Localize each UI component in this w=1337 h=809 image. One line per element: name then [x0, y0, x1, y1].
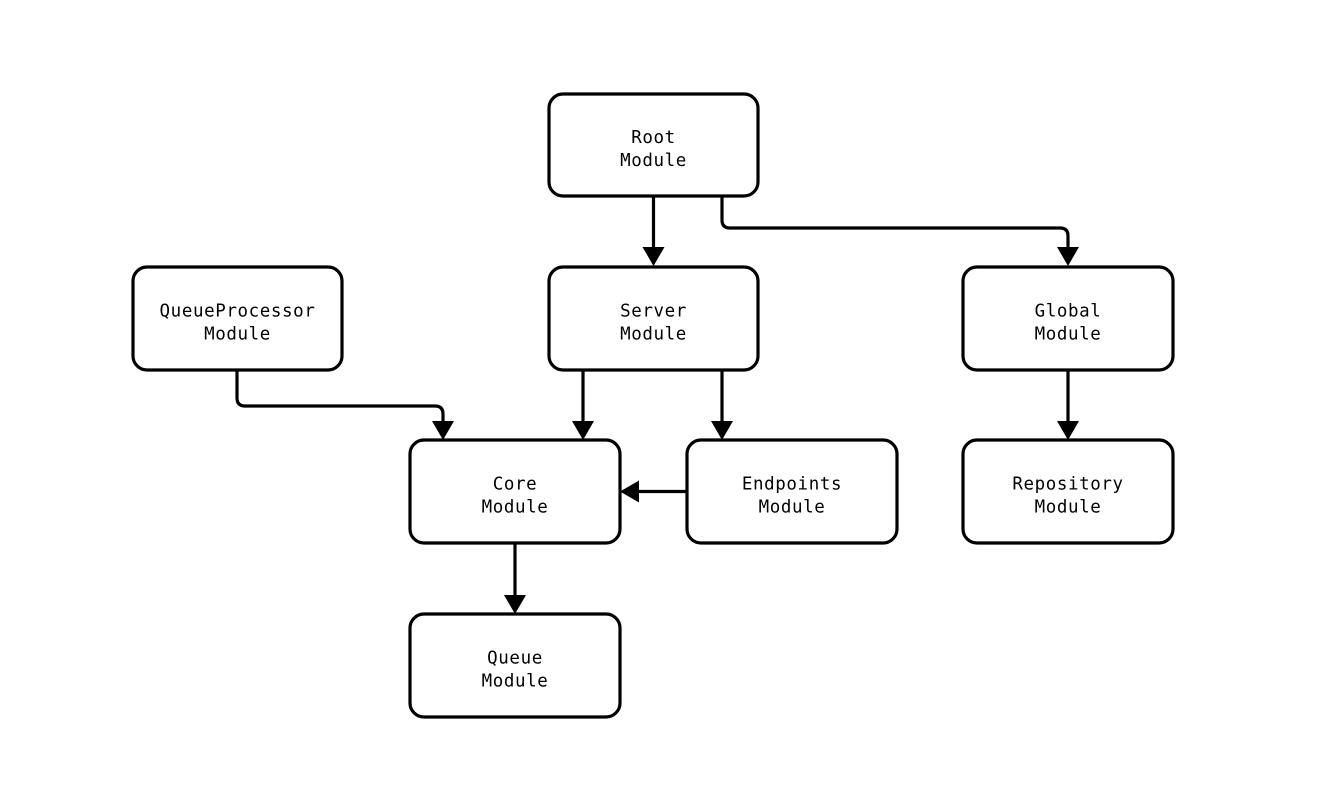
node-label-line2: Module: [482, 498, 549, 518]
node-label-line1: Global: [1035, 302, 1102, 322]
node-box: [961, 265, 1175, 372]
node-label-line1: Core: [493, 475, 538, 495]
node-box: [547, 265, 760, 372]
node-box: [547, 92, 760, 198]
node-box: [685, 438, 899, 545]
node-label-line1: Repository: [1012, 475, 1123, 495]
node-label-line1: Queue: [487, 649, 543, 669]
node-label-line2: Module: [620, 325, 687, 345]
edge-line: [235, 370, 445, 422]
arrowhead-icon: [711, 421, 733, 440]
node-label-line1: Endpoints: [742, 475, 842, 495]
node-box: [131, 265, 344, 372]
node-label-line1: Server: [620, 302, 687, 322]
edge-global-to-repository: [1057, 370, 1079, 440]
node-label-line2: Module: [759, 498, 826, 518]
arrowhead-icon: [642, 247, 665, 266]
node-box: [961, 438, 1175, 545]
edge-line: [720, 196, 1070, 248]
edges-layer: [235, 196, 1079, 614]
edge-endpoints-to-core: [620, 480, 687, 503]
arrowhead-icon: [1057, 421, 1079, 440]
node-label-line2: Module: [1035, 498, 1102, 518]
arrowhead-icon: [1057, 247, 1079, 266]
node-box: [408, 612, 622, 719]
node-label-line2: Module: [204, 325, 271, 345]
arrowhead-icon: [504, 595, 526, 614]
arrowhead-icon: [432, 421, 454, 440]
nodes-layer: RootModuleQueueProcessorModuleServerModu…: [131, 92, 1175, 719]
arrowhead-icon: [620, 480, 639, 503]
node-label-line1: QueueProcessor: [160, 302, 316, 322]
edge-core-to-queue: [504, 543, 526, 614]
arrowhead-icon: [572, 421, 594, 440]
edge-root-to-global: [720, 196, 1079, 266]
node-label-line1: Root: [631, 128, 676, 148]
edge-server-to-core: [572, 370, 594, 440]
edge-queueprocessor-to-core: [235, 370, 454, 440]
node-box: [408, 438, 622, 545]
node-label-line2: Module: [482, 672, 549, 692]
edge-server-to-endpoints: [711, 370, 733, 440]
node-label-line2: Module: [1035, 325, 1102, 345]
node-label-line2: Module: [620, 151, 687, 171]
edge-root-to-server: [642, 196, 665, 266]
